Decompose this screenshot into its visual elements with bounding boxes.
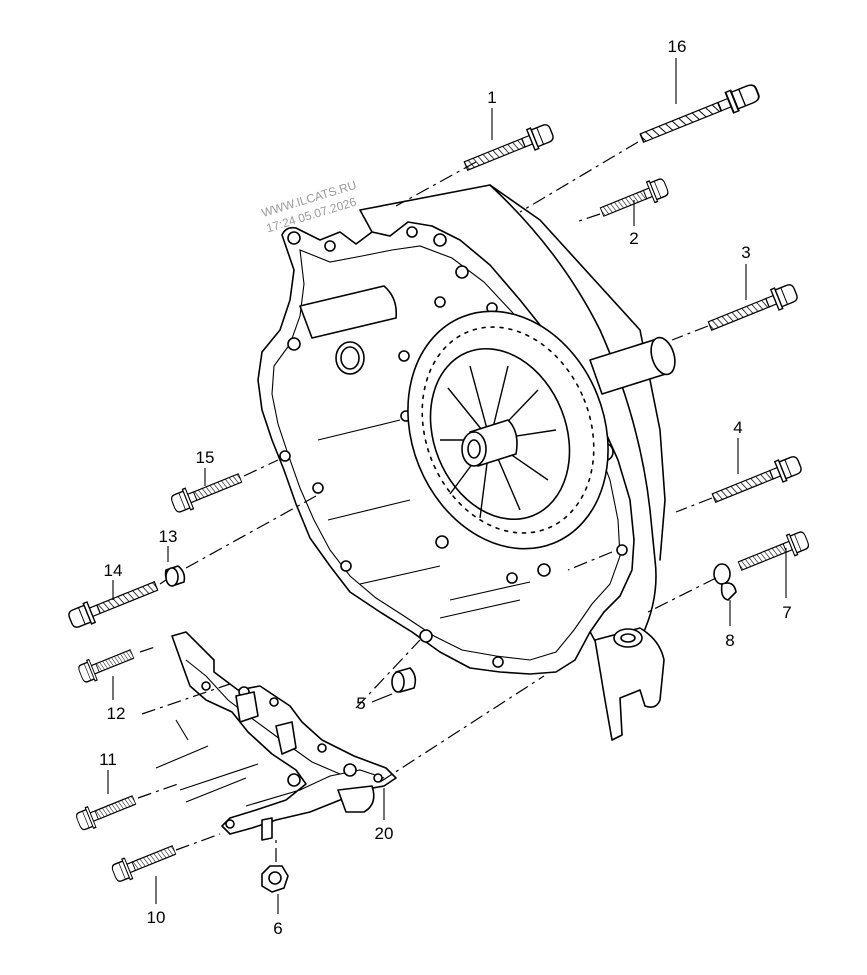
bolt-10 xyxy=(109,839,179,885)
callout-label: 6 xyxy=(273,919,282,938)
callout-label: 10 xyxy=(147,908,166,927)
alignment-lines xyxy=(137,141,717,862)
watermark: WWW.ILCATS.RU 17:24 05.07.2026 xyxy=(260,178,358,235)
bolt-15 xyxy=(168,467,245,516)
bearing-assembly xyxy=(407,310,609,550)
callout-label: 4 xyxy=(733,418,742,437)
callout-4: 4 xyxy=(733,418,743,474)
bolt-7 xyxy=(735,528,812,577)
sleeve-part-5 xyxy=(391,667,417,693)
callout-label: 16 xyxy=(668,37,687,56)
bolt-3 xyxy=(705,280,801,337)
callout-5: 5 xyxy=(356,693,393,713)
bolt-16 xyxy=(636,80,763,150)
callout-10: 10 xyxy=(147,876,166,927)
callout-label: 3 xyxy=(741,243,750,262)
callout-label: 12 xyxy=(107,704,126,723)
callout-label: 5 xyxy=(356,694,365,713)
callout-label: 14 xyxy=(104,561,123,580)
bolt-11 xyxy=(73,789,139,834)
bolt-4 xyxy=(709,452,805,509)
callout-2: 2 xyxy=(629,200,639,248)
washer-part-8 xyxy=(713,563,737,601)
callout-6: 6 xyxy=(273,894,283,938)
callout-label: 8 xyxy=(725,631,734,650)
callout-label: 15 xyxy=(196,448,215,467)
callout-20: 20 xyxy=(375,788,394,843)
callout-3: 3 xyxy=(741,243,751,300)
bolt-12 xyxy=(76,643,137,686)
nut-part-6 xyxy=(261,865,289,893)
callout-label: 7 xyxy=(782,603,791,622)
callout-label: 13 xyxy=(159,527,178,546)
callout-7: 7 xyxy=(782,548,792,622)
sleeve-part-13 xyxy=(164,565,186,587)
callout-label: 2 xyxy=(629,229,638,248)
callout-label: 11 xyxy=(99,750,117,769)
callout-13: 13 xyxy=(159,527,178,562)
bolt-1 xyxy=(461,120,557,177)
callout-16: 16 xyxy=(668,37,687,104)
callout-14: 14 xyxy=(104,561,123,600)
callout-8: 8 xyxy=(725,600,735,650)
callout-1: 1 xyxy=(487,88,497,140)
callout-label: 20 xyxy=(375,824,394,843)
callout-12: 12 xyxy=(107,676,126,723)
bracket-part-20 xyxy=(155,631,397,841)
callout-15: 15 xyxy=(196,448,215,486)
gearbox-housing xyxy=(257,184,676,741)
callout-11: 11 xyxy=(99,750,117,794)
callout-label: 1 xyxy=(487,88,496,107)
